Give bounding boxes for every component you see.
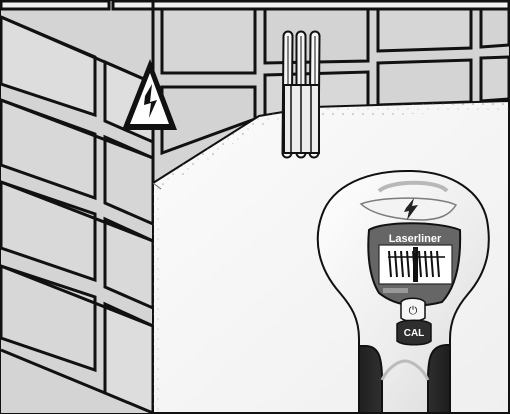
cable-bundle [284, 36, 319, 153]
brand-label: Laserliner [389, 233, 442, 245]
power-icon: ⏻ [409, 304, 418, 317]
status-bar [383, 288, 408, 293]
cal-button[interactable]: CAL [397, 320, 431, 345]
cal-button-label: CAL [404, 328, 425, 339]
power-button[interactable]: ⏻ [401, 298, 425, 321]
scale-zero-label: 0 [414, 249, 417, 255]
